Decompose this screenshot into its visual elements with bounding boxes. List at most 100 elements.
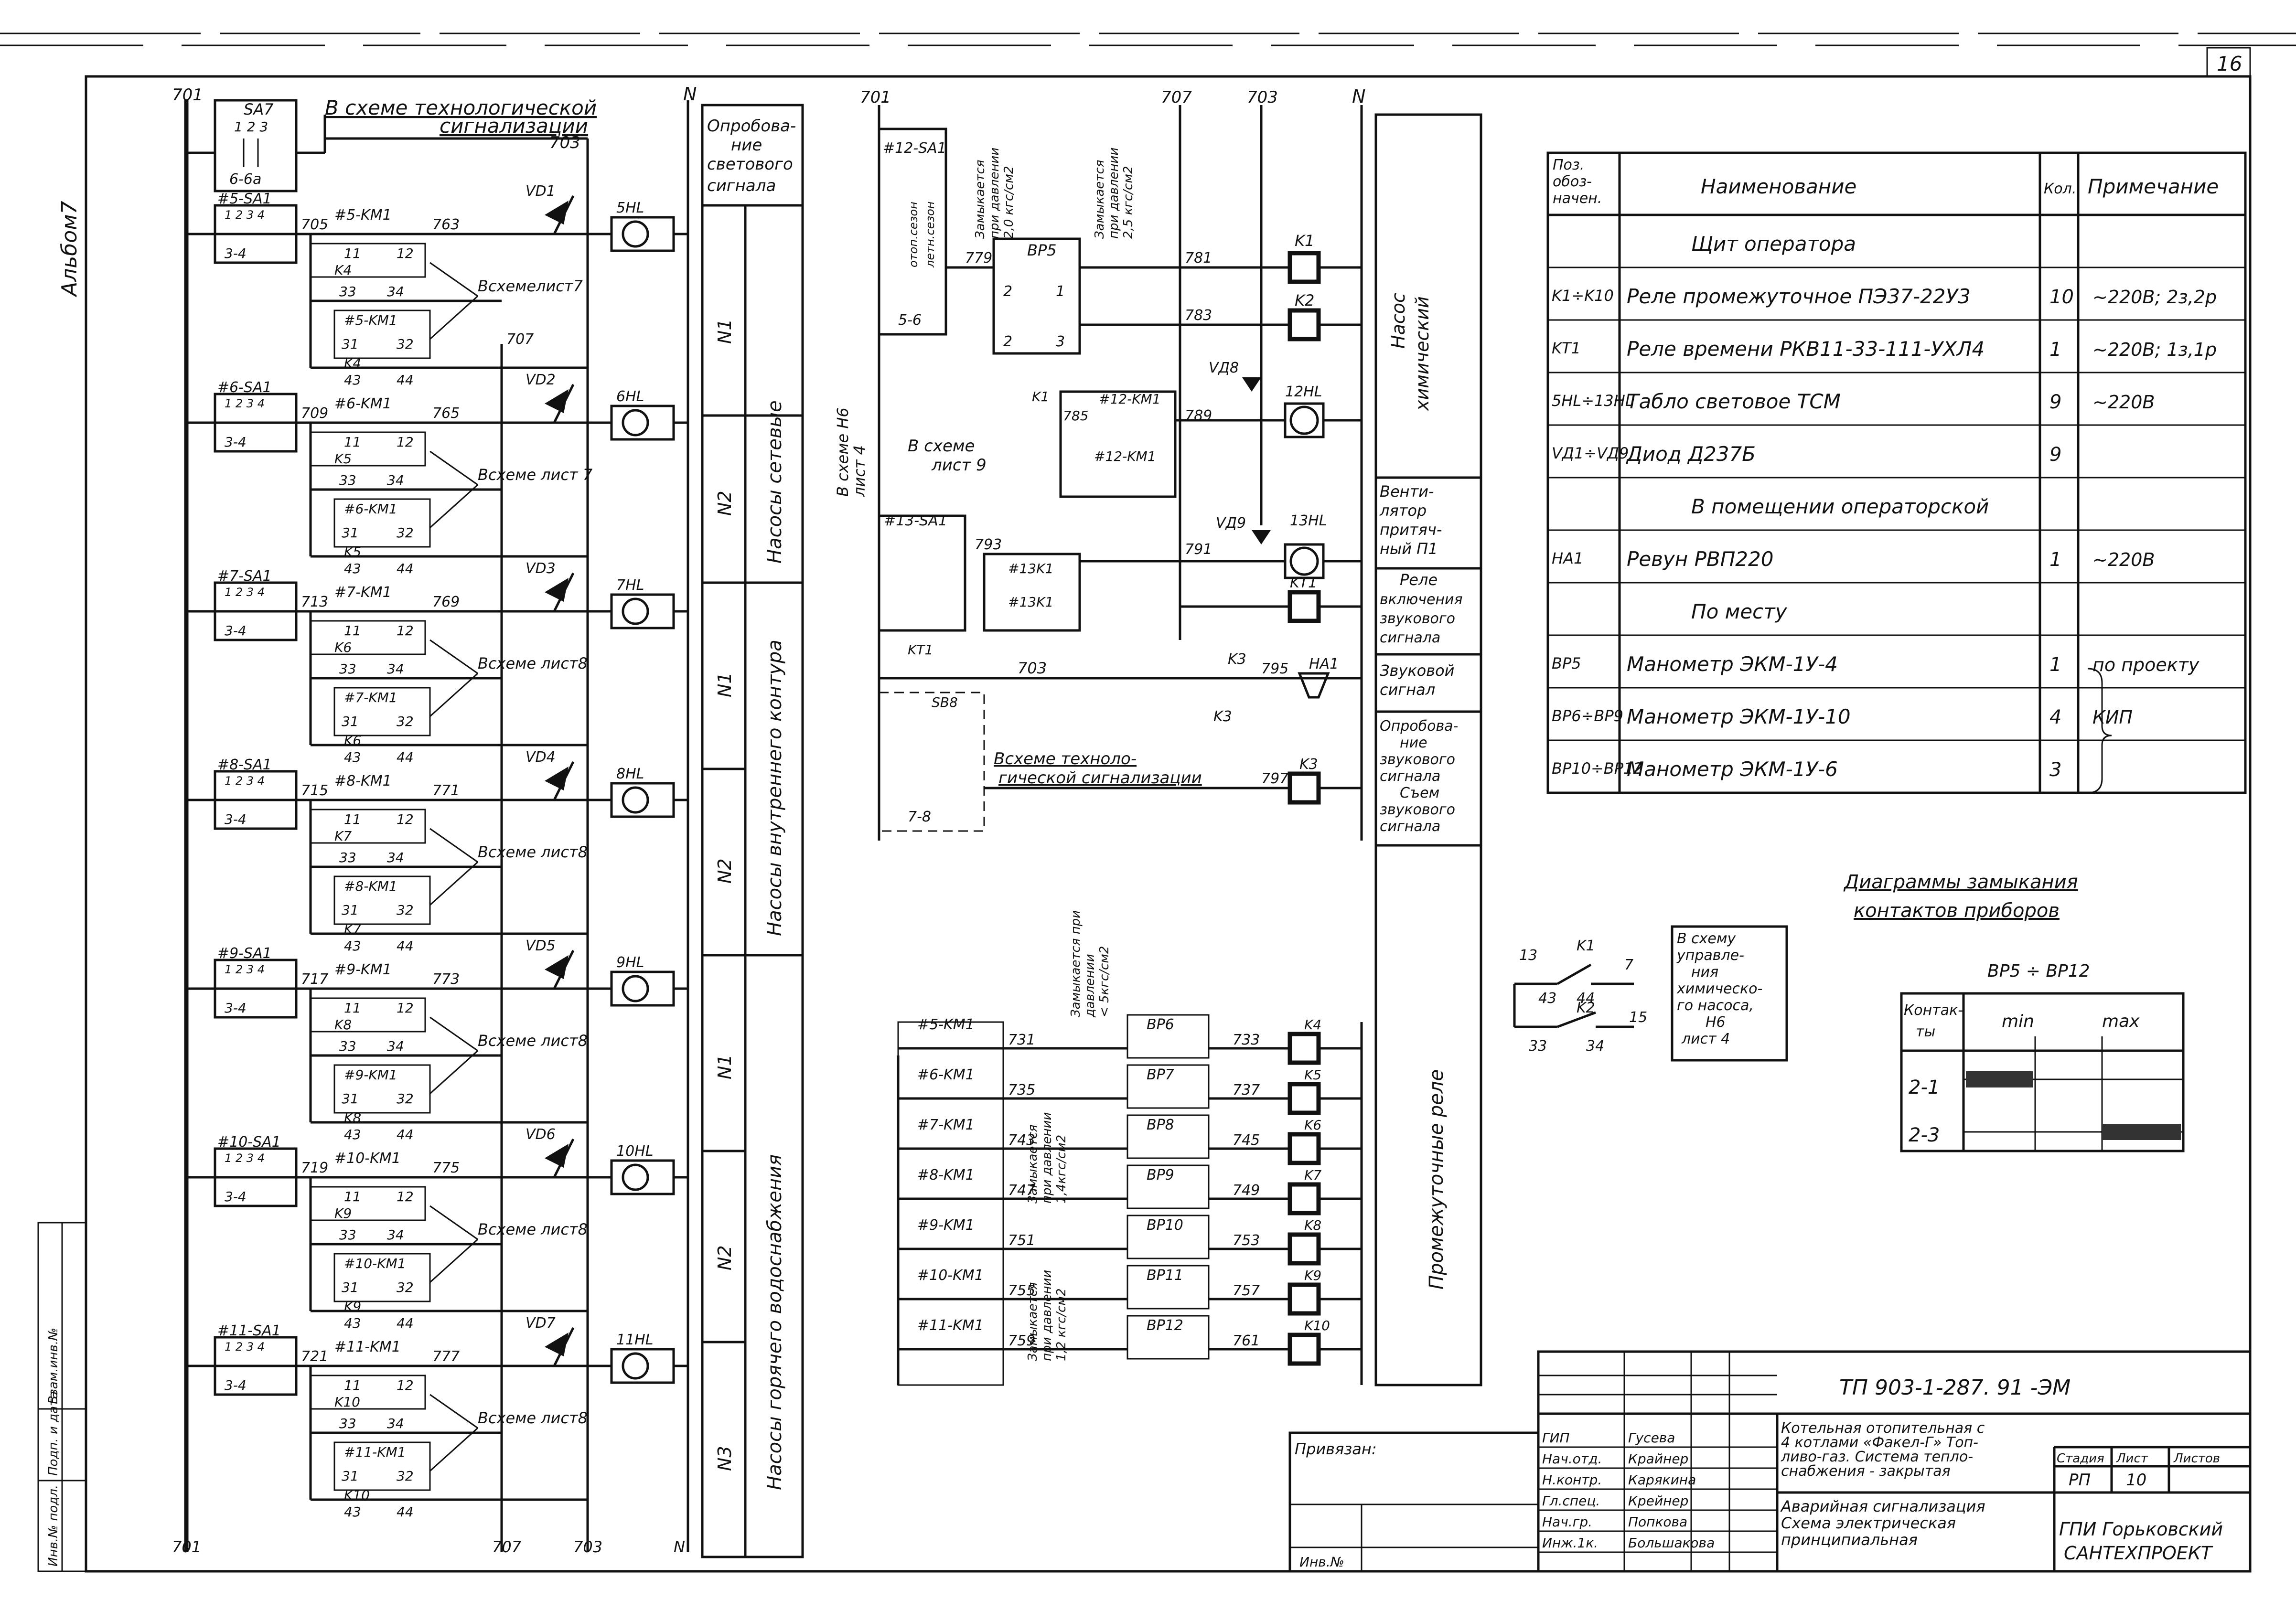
g3-row-2: N2 — [714, 1245, 735, 1270]
spec-name: Манометр ЭКМ-1У-10 — [1627, 705, 1851, 728]
stamp-sign: Подп. и дата — [46, 1391, 61, 1476]
sc-n34: 34 — [1586, 1038, 1604, 1055]
sa12-mode-1: отоп.сезон — [907, 202, 920, 267]
signal-lamp — [610, 216, 675, 252]
g2-row-2: N2 — [714, 858, 735, 884]
contact-12: 12 — [397, 623, 414, 639]
spec-name: Манометр ЭКМ-1У-6 — [1627, 757, 1838, 781]
wire-703-top: 703 — [549, 133, 580, 152]
km-contact-label: #11-KM1 — [917, 1317, 984, 1334]
bp5-note-b1: Замыкается — [1093, 160, 1107, 239]
relay-label: K9 — [1304, 1268, 1321, 1283]
lamp-label: 10HL — [616, 1143, 653, 1160]
km-label: #11-KM1 — [334, 1339, 401, 1355]
relay-label: K6 — [1304, 1117, 1321, 1133]
staff-name: Карякина — [1628, 1472, 1696, 1488]
diode-label: VD7 — [526, 1315, 556, 1332]
relay-coil — [1287, 1282, 1321, 1316]
bp-wire: 731 — [1008, 1032, 1035, 1048]
sa13-box — [878, 514, 966, 632]
sc-n43: 43 — [1538, 990, 1556, 1007]
side2-r6: Промежуточные реле — [1426, 1069, 1448, 1290]
side2-r3-4: сигнала — [1380, 629, 1440, 646]
spec-table: Поз. обоз- начен. Наименование Кол. Прим… — [1546, 151, 2247, 794]
group-1-title: Насосы сетевые — [764, 400, 786, 564]
k2-label: K2 — [1295, 291, 1314, 309]
bp5-note-b3: 2,5 кгс/см2 — [1121, 166, 1136, 239]
contact-31: 31 — [342, 1468, 359, 1484]
side2-r5-4: сигнала — [1380, 768, 1440, 785]
relay-coil — [1287, 1332, 1321, 1366]
sc-k1: K1 — [1577, 938, 1595, 954]
w781: 781 — [1185, 250, 1212, 266]
k-relay-label: K10 — [334, 1394, 360, 1410]
side2-r3-2: включения — [1380, 591, 1463, 608]
spec-row: По месту — [1548, 600, 2245, 636]
sa7-pos: 1 2 3 — [234, 119, 268, 135]
ref-h6-2: лист 4 — [850, 445, 869, 497]
wire-num-2: 765 — [432, 405, 460, 422]
spec-head-pos-3: начен. — [1553, 190, 1602, 207]
km-contact-box — [333, 875, 431, 925]
diag-row2: 2-3 — [1909, 1124, 1940, 1146]
diode-label: VD2 — [526, 372, 556, 388]
bp-note-1: Замыкается при — [1069, 910, 1083, 1017]
spec-note: ~220В — [2092, 392, 2155, 413]
side1-header-3: светового — [707, 155, 793, 174]
relay-coil — [1287, 1082, 1321, 1115]
signal-lamp — [610, 1348, 675, 1384]
km-label: #7-KM1 — [334, 584, 392, 601]
ref-h6-1: В схеме Н6 — [834, 407, 852, 497]
bp-wire-2: 753 — [1233, 1232, 1260, 1249]
tb-code: ТП 903-1-287. 91 -ЭМ — [1839, 1375, 2071, 1400]
spec-qty: 1 — [2049, 654, 2061, 676]
bp-label: BP7 — [1147, 1066, 1174, 1083]
contact-44: 44 — [397, 561, 414, 576]
bp-note2-3: 1,4кгс/см2 — [1054, 1135, 1069, 1204]
k-contact-11-12 — [310, 1186, 426, 1221]
sc-ref-4: химическо- — [1676, 981, 1762, 997]
contact-34: 34 — [387, 1416, 404, 1431]
bp-note-2: давлении — [1083, 954, 1097, 1018]
bp5-note-b2: при давлении — [1107, 148, 1121, 239]
side2-r3-3: звукового — [1380, 610, 1455, 627]
diagram-title-1: Диаграммы замыкания — [1843, 871, 2078, 893]
contact-31: 31 — [342, 525, 359, 541]
bp-note-3: < 5кгс/см2 — [1097, 946, 1112, 1017]
cross-ref: Всхеме лист8 — [478, 1032, 588, 1050]
sa7-contact: 6-6a — [229, 171, 261, 188]
contact-34: 34 — [387, 284, 404, 299]
bp-box — [1127, 1064, 1210, 1109]
km-contact-box — [333, 1064, 431, 1114]
k3-contact-2: K3 — [1213, 708, 1232, 725]
bp-wire: 751 — [1008, 1232, 1035, 1249]
wire-num-2: 763 — [432, 216, 460, 233]
relay-label: K8 — [1304, 1217, 1321, 1233]
sheet-number: 16 — [2217, 52, 2242, 75]
wire-num: 705 — [301, 216, 328, 233]
spec-note: КИП — [2092, 707, 2133, 728]
wire-num: 715 — [301, 782, 328, 799]
staff-role: Н.контр. — [1542, 1472, 1602, 1488]
contact-43: 43 — [344, 1127, 361, 1142]
g3-row-3: N3 — [714, 1446, 735, 1471]
lamp-symbol — [622, 1163, 649, 1191]
contact-31: 31 — [342, 1091, 359, 1107]
relay-label: K5 — [1304, 1067, 1321, 1083]
lamp-label: 9HL — [616, 954, 644, 971]
km-label-2: #5-KM1 — [344, 312, 397, 328]
bp-rows: #5-KM1731BP6733K4#6-KM1735BP7737K5#7-KM1… — [898, 1014, 1362, 1366]
km-contact-box — [333, 309, 431, 359]
ha1-horn — [1298, 672, 1330, 699]
contact-12: 12 — [397, 1000, 414, 1016]
bp5-box — [992, 237, 1081, 355]
w793: 793 — [975, 536, 1002, 553]
wire-num: 721 — [301, 1348, 328, 1365]
selector-label: #6-SA1 — [217, 379, 272, 396]
selector-label: #11-SA1 — [217, 1322, 281, 1339]
sa7-box — [214, 99, 298, 192]
